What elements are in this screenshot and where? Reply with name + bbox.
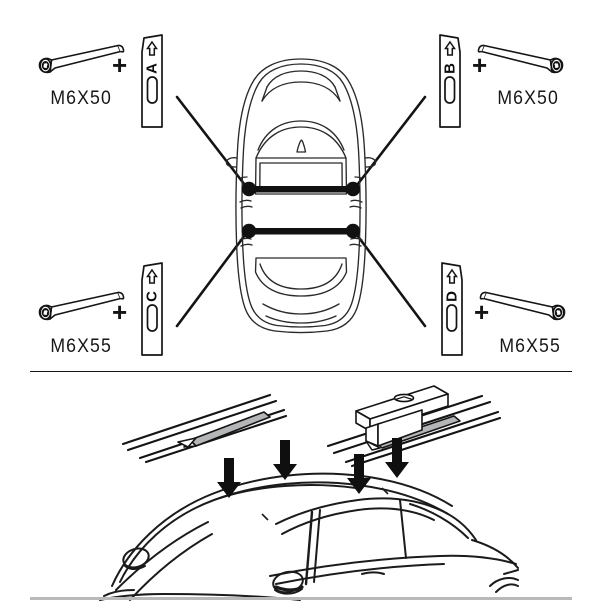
bracket-icon-kit-b	[439, 34, 461, 128]
car-side-outline	[99, 472, 519, 601]
arrow-3	[347, 454, 371, 494]
mount-point-d	[345, 223, 361, 239]
plus-sign-kit-d: +	[474, 297, 490, 327]
position-arrows	[217, 438, 409, 498]
bracket-letter-b: B	[441, 63, 459, 74]
bracket-icon-kit-a	[141, 34, 163, 128]
bolt-icon-kit-c	[38, 291, 125, 321]
bottom-rule	[30, 597, 572, 600]
car-body-outline	[225, 58, 377, 334]
mount-point-a	[241, 181, 257, 197]
arrow-4	[385, 438, 409, 478]
rail-detail-and-side-view-panel	[0, 376, 602, 604]
car-top-view	[175, 58, 427, 334]
plus-sign-kit-a: +	[112, 50, 128, 80]
part-label-kit-b: M6X50	[497, 88, 559, 109]
bracket-icon-kit-d	[441, 262, 463, 356]
bolt-icon-kit-a	[38, 44, 125, 74]
mount-point-c	[241, 223, 257, 239]
arrow-2	[273, 440, 297, 480]
bracket-letter-c: C	[143, 291, 161, 302]
leader-lines	[175, 95, 427, 328]
bracket-letter-d: D	[443, 291, 461, 302]
bolt-icon-kit-b	[477, 44, 564, 74]
bracket-icon-kit-c	[141, 262, 163, 356]
plus-sign-kit-b: +	[472, 50, 488, 80]
mount-points	[241, 181, 361, 239]
parts-and-positions-panel: M6X50 + A B +	[38, 34, 566, 357]
mount-point-b	[345, 181, 361, 197]
part-label-kit-c: M6X55	[50, 336, 112, 357]
bracket-letter-a: A	[143, 63, 161, 74]
plus-sign-kit-c: +	[112, 297, 128, 327]
part-label-kit-d: M6X55	[499, 336, 561, 357]
bolt-icon-kit-d	[479, 291, 566, 321]
rack-foot	[355, 385, 449, 447]
crossbars	[248, 186, 354, 235]
panel-divider	[30, 371, 572, 372]
arrow-1	[217, 458, 241, 498]
car-side-view	[99, 438, 519, 601]
rail-cover-removal-detail	[121, 393, 288, 464]
part-label-kit-a: M6X50	[50, 88, 112, 109]
